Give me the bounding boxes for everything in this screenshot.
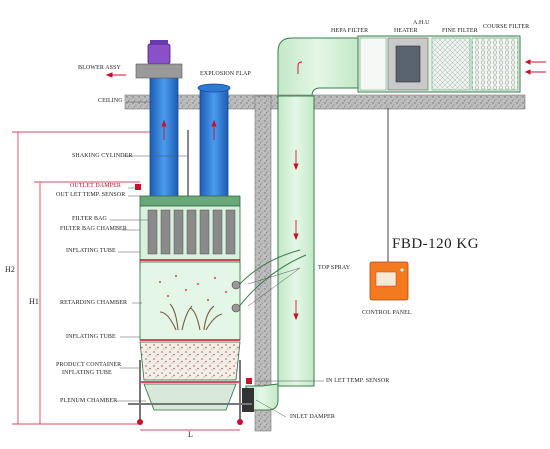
label-hepa-filter: HEPA FILTER — [331, 28, 369, 34]
ahu-duct — [277, 35, 546, 99]
label-dim-h1: H1 — [29, 297, 39, 306]
duct-flow-arrows — [297, 61, 303, 74]
control-panel — [369, 108, 409, 301]
label-heater: HEATER — [394, 28, 418, 34]
label-control-panel: CONTROL PANEL — [362, 310, 412, 316]
label-ahu: A.H.U — [413, 20, 430, 26]
label-top-spray: TOP SPRAY — [318, 265, 351, 271]
label-blower-assy: BLOWER ASSY — [78, 65, 121, 71]
label-outlet-temp-sensor: OUT LET TEMP. SENSOR — [56, 192, 126, 198]
label-course-filter: COURSE FILTER — [483, 24, 530, 30]
filter-bags — [147, 209, 236, 255]
label-inlet-temp-sensor: IN LET TEMP. SENSOR — [326, 378, 390, 384]
label-filter-bag: FILTER BAG — [72, 216, 107, 222]
label-retarding-chamber: RETARDING CHAMBER — [60, 300, 128, 306]
label-filter-bag-chamber: FILTER BAG CHAMBER — [60, 226, 127, 232]
supply-duct — [237, 95, 315, 411]
leader-lines — [110, 101, 324, 418]
label-shaking-cylinder: SHAKING CYLINDER — [72, 153, 133, 159]
hepa-filter-box — [359, 37, 387, 91]
fbd-body — [128, 184, 254, 425]
label-dim-h2: H2 — [5, 265, 15, 274]
label-fine-filter: FINE FILTER — [442, 28, 478, 34]
label-inflating-tube-bottom: INFLATING TUBE — [62, 370, 112, 376]
label-inlet-damper: INLET DAMPER — [290, 414, 335, 420]
label-plenum-chamber: PLENUM CHAMBER — [60, 398, 118, 404]
air-inlet-arrows — [524, 59, 546, 75]
fluidized-spray — [159, 303, 223, 331]
label-model: FBD-120 KG — [392, 236, 480, 252]
fine-filter-box — [431, 37, 471, 91]
label-outlet-damper: OUTLET DAMPER — [70, 183, 122, 189]
label-inflating-tube-mid: INFLATING TUBE — [66, 334, 116, 340]
label-product-container: PRODUCT CONTAINER — [56, 362, 122, 368]
label-explosion-flap: EXPLOSION FLAP — [200, 71, 251, 77]
label-dim-l: L — [188, 430, 193, 439]
dimension-lines — [12, 131, 240, 431]
label-inflating-tube-top: INFLATING TUBE — [66, 248, 116, 254]
course-filter-box — [471, 37, 519, 91]
blower-assembly — [105, 40, 183, 79]
ceiling-slab — [124, 94, 526, 110]
label-ceiling: CEILING — [98, 98, 123, 104]
support-wall — [254, 95, 272, 432]
explosion-flap-pipe — [199, 85, 229, 201]
